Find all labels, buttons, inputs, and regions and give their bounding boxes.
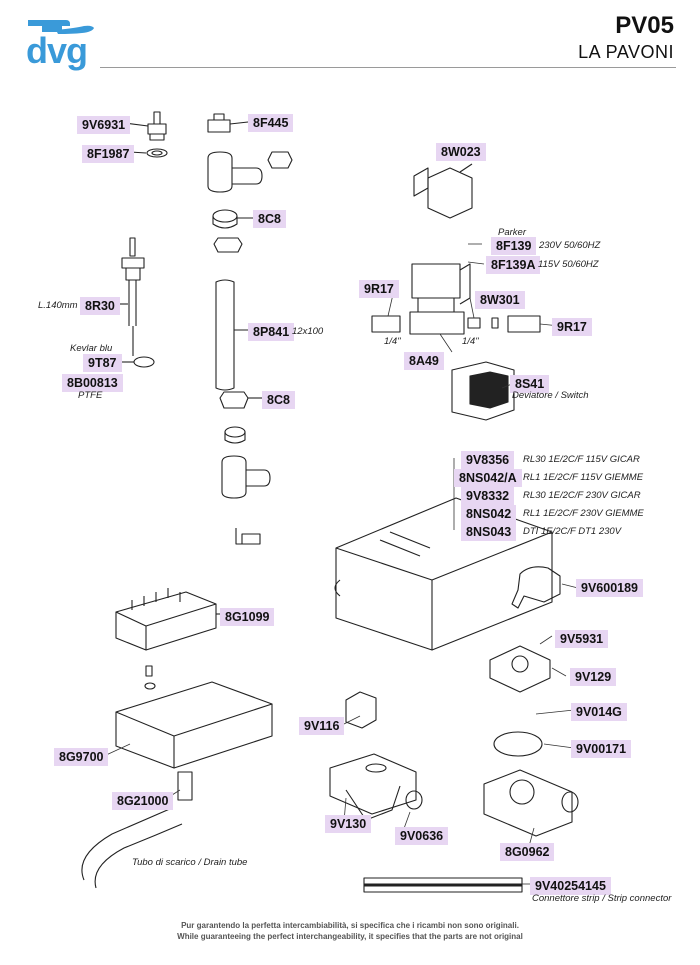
part-label-8C8-top: 8C8 <box>253 210 286 228</box>
part-label-8C8-bottom: 8C8 <box>262 391 295 409</box>
note-relay-4: RL1 1E/2C/F 230V GIEMME <box>523 508 644 519</box>
part-label-9V129: 9V129 <box>570 668 617 686</box>
relay-box-drawing <box>334 497 553 651</box>
part-label-9V00171: 9V00171 <box>571 740 632 758</box>
part-label-8F1987: 8F1987 <box>82 145 135 163</box>
part-8G1099-drawing <box>115 588 226 651</box>
part-label-8NS042: 8NS042 <box>461 505 517 523</box>
part-label-9V0636: 9V0636 <box>395 827 449 845</box>
part-label-8P841: 8P841 <box>248 323 295 341</box>
part-label-8NS043: 8NS043 <box>461 523 517 541</box>
part-label-9V8332: 9V8332 <box>461 487 515 505</box>
header-divider <box>100 67 676 68</box>
note-dim-12x100: 12x100 <box>292 326 324 337</box>
footer-disclaimer-it: Pur garantendo la perfetta intercambiabi… <box>181 921 519 930</box>
part-label-9V6931: 9V6931 <box>77 116 131 134</box>
note-quarter-inch-left: 1/4" <box>384 336 401 347</box>
part-label-9V5931: 9V5931 <box>555 630 609 648</box>
part-label-8G9700: 8G9700 <box>54 748 109 766</box>
note-relay-5: DTI 1E/2C/F DT1 230V <box>523 526 622 537</box>
part-label-9R17-left: 9R17 <box>359 280 399 298</box>
part-label-8F139A: 8F139A <box>486 256 541 274</box>
part-label-9T87: 9T87 <box>83 354 122 372</box>
flowmeter-9V130-drawing <box>329 691 423 821</box>
part-label-8G21000: 8G21000 <box>112 792 174 810</box>
note-115v: 115V 50/60HZ <box>538 259 599 270</box>
part-label-8A49: 8A49 <box>404 352 444 370</box>
part-8F1987-drawing <box>146 148 168 158</box>
part-label-9R17-right: 9R17 <box>552 318 592 336</box>
part-8G9700-drawing <box>115 665 273 801</box>
part-label-9V116: 9V116 <box>299 717 345 735</box>
part-label-9V600189: 9V600189 <box>576 579 644 597</box>
part-label-8F139: 8F139 <box>491 237 537 255</box>
note-parker: Parker <box>498 227 526 238</box>
part-label-9V014G: 9V014G <box>571 703 627 721</box>
drain-tube-drawing <box>81 807 183 889</box>
note-relay-3: RL30 1E/2C/F 230V GICAR <box>523 490 641 501</box>
strip-connector-drawing <box>363 877 523 893</box>
part-label-8G1099: 8G1099 <box>220 608 275 626</box>
footer-disclaimer-en: While guaranteeing the perfect interchan… <box>177 932 523 941</box>
note-switch: Deviatore / Switch <box>512 390 589 401</box>
part-8F445-drawing <box>207 113 249 133</box>
part-label-8G0962: 8G0962 <box>500 843 555 861</box>
note-strip-connector: Connettore strip / Strip connector <box>532 893 672 904</box>
switch-8S41-drawing <box>451 361 515 421</box>
dvg-logo <box>28 20 94 34</box>
valve-8A49-drawing <box>371 263 541 335</box>
part-label-9V40254145: 9V40254145 <box>530 877 611 895</box>
part-label-8F445: 8F445 <box>248 114 294 132</box>
note-length-140mm: L.140mm <box>38 300 78 311</box>
note-kevlar: Kevlar blu <box>70 343 113 354</box>
part-label-8W301: 8W301 <box>475 291 525 309</box>
part-label-8B00813: 8B00813 <box>62 374 123 392</box>
part-8W023-drawing <box>413 163 473 219</box>
note-drain-tube: Tubo di scarico / Drain tube <box>132 857 248 868</box>
part-label-8R30: 8R30 <box>80 297 120 315</box>
note-relay-2: RL1 1E/2C/F 115V GIEMME <box>523 472 644 483</box>
part-label-8W023: 8W023 <box>436 143 486 161</box>
brand-title: LA PAVONI <box>578 42 674 62</box>
note-230v: 230V 50/60HZ <box>539 240 601 251</box>
part-label-8NS042A: 8NS042/A <box>454 469 522 487</box>
model-title: PV05 <box>615 12 674 39</box>
part-9V6931-drawing <box>124 111 167 141</box>
note-relay-1: RL30 1E/2C/F 115V GICAR <box>523 454 640 465</box>
part-label-9V130: 9V130 <box>325 815 372 833</box>
probe-8R30-drawing <box>118 237 155 368</box>
part-label-8S41: 8S41 <box>510 375 550 393</box>
part-9V600189-drawing <box>511 566 561 609</box>
part-label-9V8356: 9V8356 <box>461 451 515 469</box>
note-ptfe: PTFE <box>78 390 103 401</box>
flowmeter-8G0962-drawing <box>483 645 579 837</box>
note-quarter-inch-right: 1/4" <box>462 336 479 347</box>
logo-text: dvg <box>26 30 88 71</box>
